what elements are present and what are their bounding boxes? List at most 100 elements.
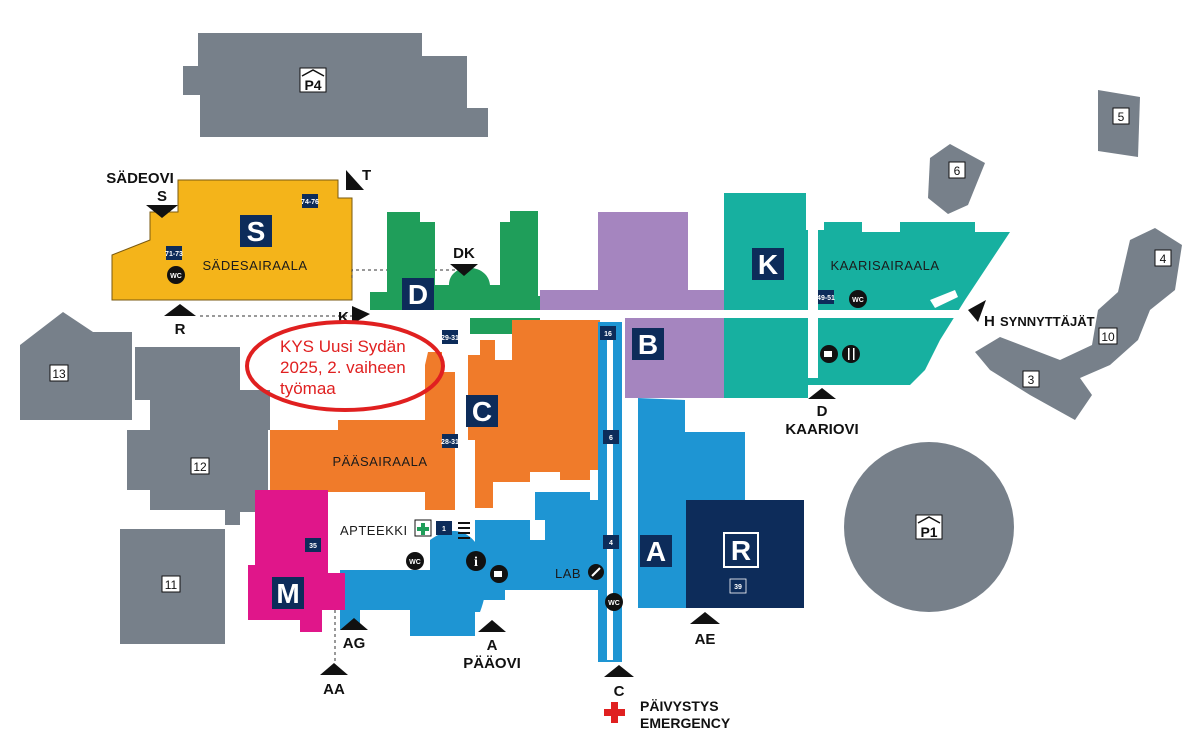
paasairaala-building[interactable] xyxy=(270,352,455,510)
letter-badge-b[interactable]: B xyxy=(632,328,664,360)
svg-text:P1: P1 xyxy=(920,524,937,540)
kaarisairaala-diagonal xyxy=(930,290,958,308)
entrance-arrow-icon[interactable] xyxy=(340,618,368,630)
letter-badge-c[interactable]: C xyxy=(466,395,498,427)
elevator-icon[interactable]: 16 xyxy=(600,326,616,340)
wc-icon[interactable]: WC xyxy=(167,266,185,284)
gate-aa-label: AA xyxy=(323,681,345,698)
entrance-arrow-icon[interactable] xyxy=(146,205,178,218)
svg-text:16: 16 xyxy=(604,331,612,338)
sadeovi-label: SÄDEOVI xyxy=(106,170,174,187)
entrance-arrow-icon[interactable] xyxy=(968,300,986,322)
svg-text:35: 35 xyxy=(309,543,317,550)
elevator-icon[interactable]: 35 xyxy=(305,538,321,552)
svg-text:WC: WC xyxy=(170,273,182,280)
parking-p4-building[interactable] xyxy=(183,33,488,137)
building-13[interactable] xyxy=(20,312,132,420)
emergency-sign[interactable]: PÄIVYSTYS EMERGENCY xyxy=(604,698,731,731)
elevator-icon[interactable]: 74-76 xyxy=(301,194,319,208)
building-numbers: 13 12 11 10 3 4 5 6 xyxy=(49,107,1172,593)
svg-text:WC: WC xyxy=(608,600,620,607)
svg-text:4: 4 xyxy=(1160,252,1167,266)
entrance-arrow-icon[interactable] xyxy=(478,620,506,632)
annotation-line-3: työmaa xyxy=(280,379,336,398)
gate-s-label: S xyxy=(157,188,167,205)
gate-ae-label: AE xyxy=(695,631,716,648)
paaovi-label: PÄÄOVI xyxy=(463,655,521,672)
emergency-fi-label: PÄIVYSTYS xyxy=(640,698,719,714)
parking-icon xyxy=(917,516,941,524)
restaurant-icon[interactable] xyxy=(842,345,860,363)
svg-text:13: 13 xyxy=(52,367,66,381)
gate-t-label: T xyxy=(362,167,371,184)
emergency-en-label: EMERGENCY xyxy=(640,715,731,731)
elevator-icon[interactable]: 28-31 xyxy=(441,434,459,448)
entrance-arrow-icon[interactable] xyxy=(450,264,478,276)
letter-badge-m[interactable]: M xyxy=(272,577,304,609)
building-6[interactable] xyxy=(928,144,985,214)
svg-text:R: R xyxy=(731,535,751,566)
b-wing[interactable] xyxy=(598,212,724,398)
elevator-icon[interactable]: 29-31 xyxy=(441,330,459,344)
sadesairaala-label: SÄDESAIRAALA xyxy=(203,258,308,273)
svg-text:5: 5 xyxy=(1118,110,1125,124)
elevators: 74-76 71-73 29-31 16 49-51 28-31 6 35 1 … xyxy=(165,194,835,594)
building-12[interactable] xyxy=(127,347,270,525)
annotation-line-1: KYS Uusi Sydän xyxy=(280,337,406,356)
elevator-icon[interactable]: 49-51 xyxy=(817,290,835,304)
paasairaala-label: PÄÄSAIRAALA xyxy=(332,454,427,469)
pharmacy-cross-icon[interactable] xyxy=(414,519,432,537)
parking-p1[interactable]: P1 xyxy=(915,514,943,540)
entrance-arrow-icon[interactable] xyxy=(808,388,836,399)
c-wing-block xyxy=(515,340,575,410)
letter-badge-k[interactable]: K xyxy=(752,248,784,280)
lab-icon[interactable] xyxy=(588,564,604,580)
elevator-icon[interactable]: 1 xyxy=(436,521,452,535)
wc-icon[interactable]: WC xyxy=(406,552,424,570)
m-wing[interactable] xyxy=(248,490,345,632)
elevator-icon[interactable]: 71-73 xyxy=(165,246,183,260)
elevator-icon[interactable]: 4 xyxy=(603,535,619,549)
svg-text:i: i xyxy=(474,555,478,570)
lobby-area[interactable] xyxy=(345,530,487,636)
svg-text:11: 11 xyxy=(165,578,178,592)
entrance-arrow-icon[interactable] xyxy=(320,663,348,675)
svg-text:C: C xyxy=(472,396,492,427)
lab-area[interactable] xyxy=(475,492,600,600)
kaarisairaala-inner xyxy=(832,283,922,308)
gate-a-label: A xyxy=(487,637,498,654)
entrance-arrow-icon[interactable] xyxy=(352,306,370,324)
svg-text:D: D xyxy=(408,279,428,310)
svg-text:6: 6 xyxy=(954,164,961,178)
svg-text:K: K xyxy=(758,249,778,280)
elevator-icon[interactable]: 39 xyxy=(729,578,747,594)
elevator-icon[interactable]: 6 xyxy=(603,430,619,444)
entrance-arrow-icon[interactable] xyxy=(690,612,720,624)
svg-text:39: 39 xyxy=(734,584,742,591)
parking-icon xyxy=(301,69,325,77)
a-wing-spine-gap xyxy=(607,330,613,660)
kaarisairaala-label: KAARISAIRAALA xyxy=(830,258,939,273)
annotation-line-2: 2025, 2. vaiheen xyxy=(280,358,406,377)
letter-badge-s[interactable]: S xyxy=(240,215,272,247)
letter-badge-d[interactable]: D xyxy=(402,278,434,310)
letter-badge-r[interactable]: R xyxy=(723,532,759,568)
svg-text:3: 3 xyxy=(1028,373,1035,387)
cafe-icon[interactable] xyxy=(820,345,838,363)
parking-p4[interactable]: P4 xyxy=(299,67,327,93)
svg-text:4: 4 xyxy=(609,540,613,547)
wc-icon[interactable]: WC xyxy=(849,290,867,308)
svg-text:P4: P4 xyxy=(304,77,321,93)
letter-badge-a[interactable]: A xyxy=(640,535,672,567)
info-icon[interactable]: i xyxy=(466,551,486,571)
entrance-arrow-icon[interactable] xyxy=(604,665,634,677)
b-wing-corridor xyxy=(540,290,600,310)
cafe-icon[interactable] xyxy=(490,565,508,583)
wc-icon[interactable]: WC xyxy=(605,593,623,611)
gate-h-label: H xyxy=(984,313,995,330)
apteekki-label: APTEEKKI xyxy=(340,523,408,538)
entrance-arrow-icon[interactable] xyxy=(346,170,364,190)
gate-dk-label: DK xyxy=(453,245,475,262)
entrance-arrow-icon[interactable] xyxy=(164,304,196,316)
